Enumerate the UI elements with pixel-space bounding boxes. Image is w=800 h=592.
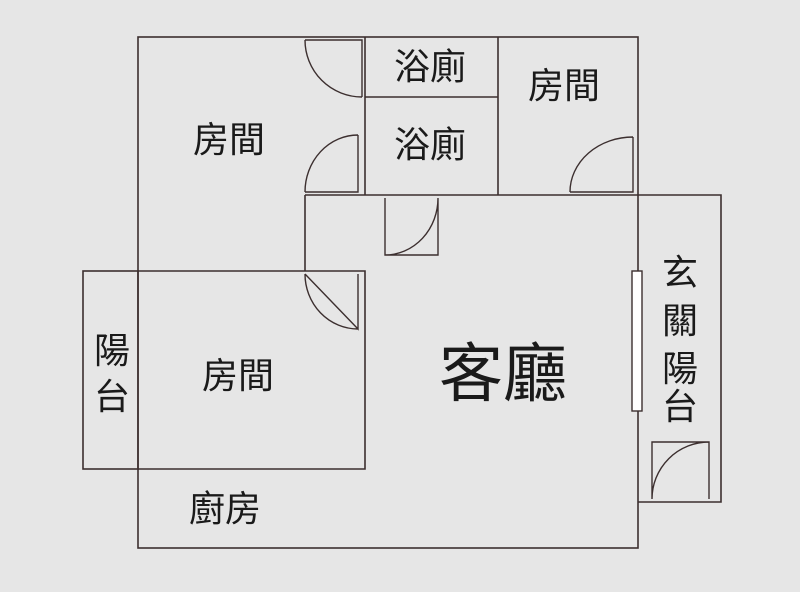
sliding-window [631, 270, 643, 412]
label-entry-balcony-2: 關 [662, 301, 698, 342]
label-bedroom-top-left: 房間 [193, 120, 265, 161]
door-bedroom-top-right-icon [569, 136, 634, 193]
label-entry-balcony-4: 台 [662, 387, 698, 428]
label-bedroom-top-right: 房間 [528, 66, 600, 107]
left-balcony-wall [82, 270, 139, 470]
bedroom-bottom-left-wall [138, 270, 366, 470]
label-living-room: 客廳 [439, 338, 567, 412]
outer-wall [137, 36, 639, 549]
doors [304, 39, 710, 500]
label-kitchen: 廚房 [189, 489, 261, 530]
door-bathroom-icon [384, 197, 439, 256]
label-bathroom-upper: 浴廁 [394, 47, 466, 88]
label-balcony-left-1: 陽 [94, 331, 130, 372]
room-labels: 房間 浴廁 浴廁 房間 房間 客廳 廚房 陽 台 玄 關 陽 台 [94, 47, 698, 530]
door-bedroom-top-left-icon [304, 39, 363, 98]
door-bedroom-bottom-left-icon [304, 273, 359, 331]
entry-balcony-wall [638, 194, 722, 503]
door-entry-icon [651, 441, 710, 500]
label-entry-balcony-3: 陽 [662, 349, 698, 390]
door-bedroom-corridor-icon [304, 134, 359, 193]
label-entry-balcony-1: 玄 [662, 253, 698, 294]
label-balcony-left-2: 台 [94, 377, 130, 418]
label-bedroom-bottom-left: 房間 [202, 356, 274, 397]
walls [82, 36, 722, 549]
label-bathroom-lower: 浴廁 [394, 125, 466, 166]
